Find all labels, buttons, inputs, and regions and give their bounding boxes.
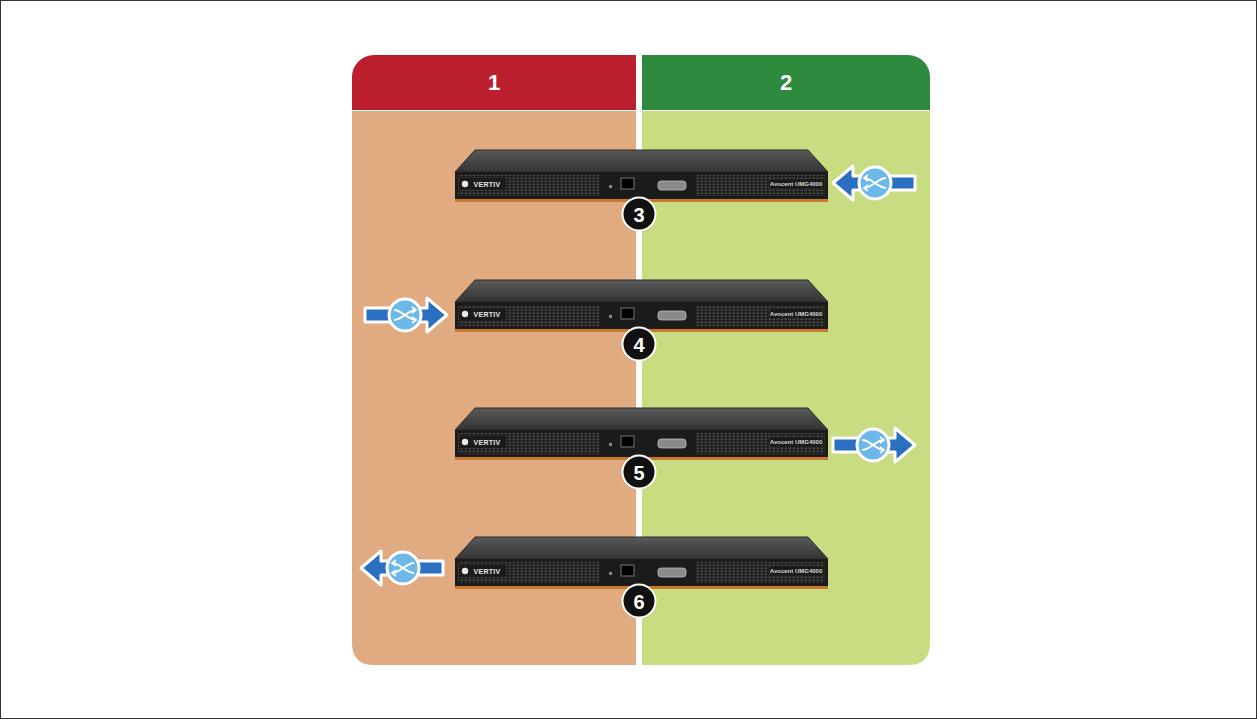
brand-name: VERTIV [472, 439, 501, 446]
arrows [361, 166, 915, 585]
device-front [455, 559, 828, 586]
flow-symbol [857, 429, 889, 461]
vga-port [658, 439, 686, 448]
console-server [455, 408, 828, 460]
callout-number: 6 [622, 584, 657, 619]
vga-port [658, 181, 686, 190]
devices [455, 150, 828, 589]
device-front [455, 302, 828, 329]
status-led [609, 315, 612, 318]
port-zone [600, 174, 696, 198]
device-front [455, 430, 828, 457]
arrow-shape [833, 428, 915, 462]
console-server [455, 280, 828, 332]
panel-number: 2 [780, 70, 792, 96]
data-flow-arrow [365, 298, 447, 332]
logo-mark [462, 568, 468, 574]
logo-mark [462, 181, 468, 187]
arrow-shape [833, 166, 915, 200]
network-port [621, 308, 634, 319]
console-server [455, 537, 828, 589]
flow-heads [412, 307, 416, 323]
port-zone [600, 561, 696, 585]
network-port [621, 178, 634, 189]
logo-zone [460, 308, 506, 320]
brand-name: VERTIV [472, 311, 501, 318]
console-server [455, 150, 828, 202]
port-zone [600, 432, 696, 456]
port-zone [600, 304, 696, 328]
data-flow-arrow [361, 551, 443, 585]
model-name: Avocent UMG4000 [769, 311, 823, 317]
device-top [455, 150, 828, 172]
brand-name: VERTIV [472, 568, 501, 575]
device-front [455, 172, 828, 199]
arrow-shape [361, 551, 443, 585]
flow-symbol [389, 299, 421, 331]
callout-number: 5 [622, 455, 657, 490]
logo-zone [460, 178, 506, 190]
callout-number: 3 [622, 197, 657, 232]
model-name: Avocent UMG4000 [769, 568, 823, 574]
brand-name: VERTIV [472, 181, 501, 188]
model-name: Avocent UMG4000 [769, 439, 823, 445]
callout-number: 4 [622, 327, 657, 362]
logo-zone [460, 565, 506, 577]
flow-symbol [859, 167, 891, 199]
logo-mark [462, 311, 468, 317]
panel-header: 1 [352, 55, 636, 110]
vga-port [658, 311, 686, 320]
logo-zone [460, 436, 506, 448]
data-flow-arrow [833, 428, 915, 462]
panel-header: 2 [642, 55, 930, 110]
flow-symbol [387, 552, 419, 584]
flow-heads [880, 437, 884, 453]
flow-heads [864, 175, 868, 191]
status-led [609, 185, 612, 188]
logo-mark [462, 439, 468, 445]
status-led [609, 572, 612, 575]
device-top [455, 408, 828, 430]
network-port [621, 436, 634, 447]
data-flow-arrow [833, 166, 915, 200]
network-port [621, 565, 634, 576]
vga-port [658, 568, 686, 577]
arrow-shape [365, 298, 447, 332]
device-top [455, 280, 828, 302]
panel-number: 1 [488, 70, 500, 96]
model-name: Avocent UMG4000 [769, 181, 823, 187]
device-top [455, 537, 828, 559]
flow-heads [392, 560, 396, 576]
status-led [609, 443, 612, 446]
